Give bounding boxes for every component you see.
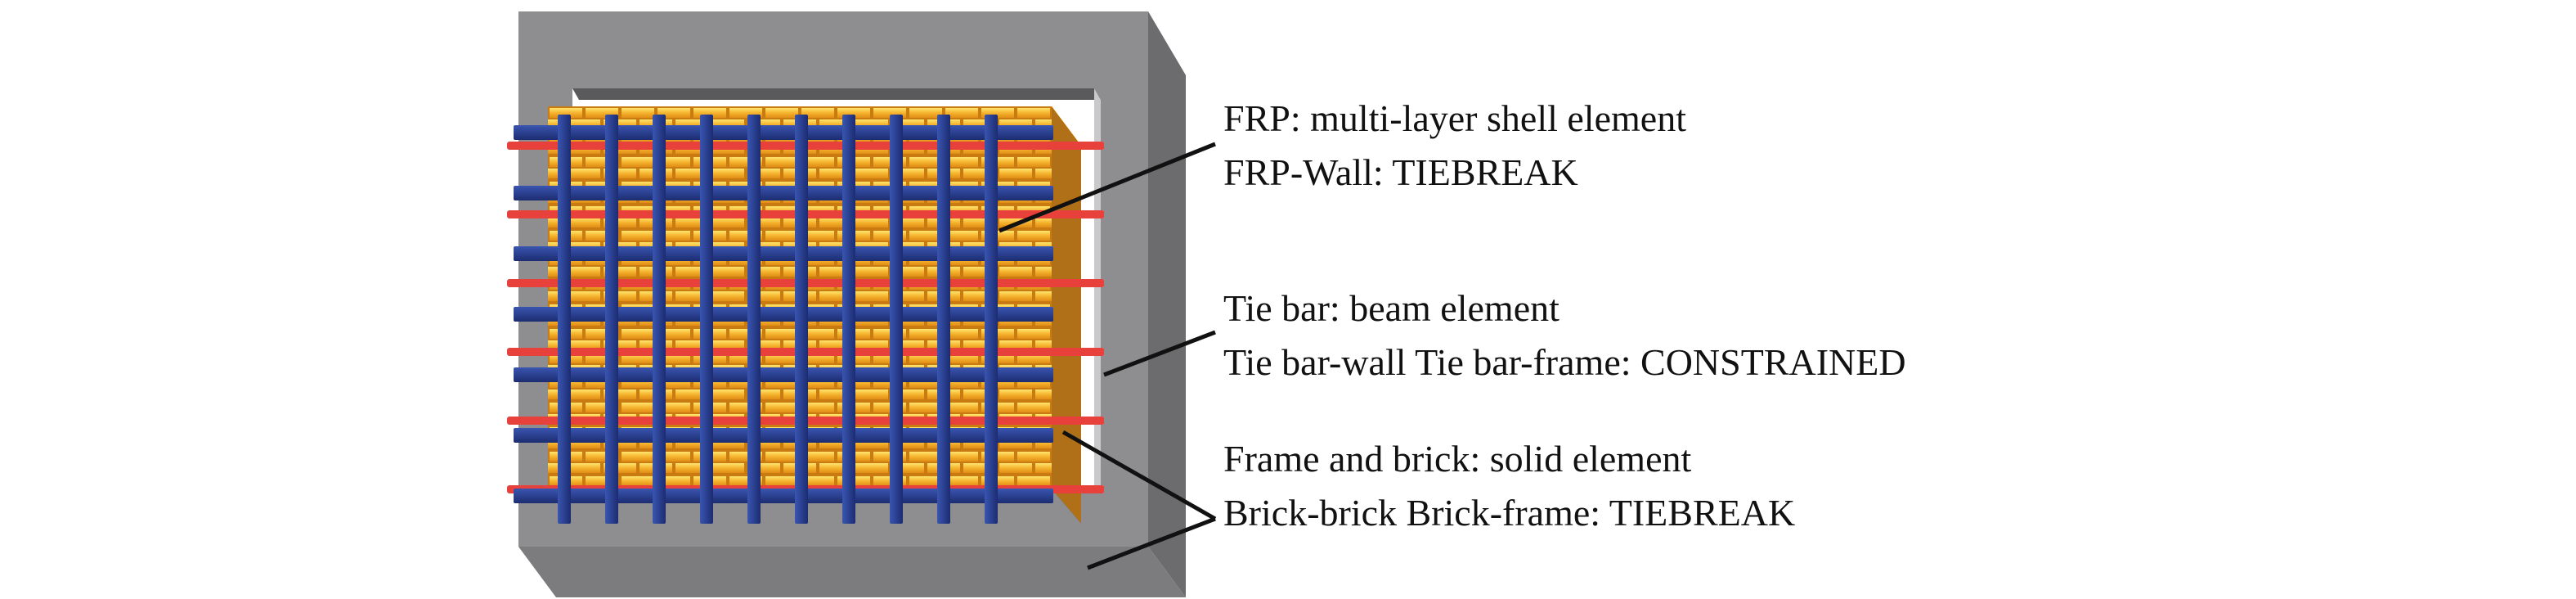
frp-strip-horizontal: [514, 367, 1053, 382]
frame-bottom-edge: [518, 547, 1186, 597]
frp-strip-horizontal: [514, 125, 1053, 140]
frp-strip-vertical: [985, 115, 998, 524]
frp-strip-horizontal: [514, 489, 1053, 503]
brick-contact-label: Brick-brick Brick-frame: TIEBREAK: [1223, 492, 1796, 534]
leader-lines: [999, 142, 1217, 570]
frame-opening-top: [572, 88, 1101, 100]
tie-bar-element-label: Tie bar: beam element: [1223, 287, 1560, 329]
frp-strip-horizontal: [514, 186, 1053, 200]
leader-line-frp: [999, 142, 1216, 233]
frp-strip-vertical: [842, 115, 855, 524]
frp-strip-vertical: [937, 115, 950, 524]
leader-line-frame: [1087, 516, 1216, 570]
frame-side-face: [1148, 11, 1186, 597]
wall-side-face: [1052, 106, 1081, 524]
frp-strip-vertical: [700, 115, 713, 524]
leader-line-tie-bar: [1103, 330, 1216, 377]
frp-strip-vertical: [795, 115, 808, 524]
tie-bar-contact-label: Tie bar-wall Tie bar-frame: CONSTRAINED: [1223, 341, 1906, 383]
frame-brick-element-label: Frame and brick: solid element: [1223, 438, 1692, 480]
frp-strip-horizontal: [514, 307, 1053, 322]
frp-strip-vertical: [558, 115, 571, 524]
leader-line-brick: [1061, 430, 1217, 521]
frp-strip-vertical: [890, 115, 903, 524]
frp-strip-horizontal: [514, 246, 1053, 261]
frp-strip-horizontal: [514, 428, 1053, 443]
frp-contact-label: FRP-Wall: TIEBREAK: [1223, 151, 1578, 193]
frp-strip-vertical: [653, 115, 666, 524]
frp-strips: [514, 115, 1053, 524]
frp-strip-vertical: [747, 115, 761, 524]
frp-element-label: FRP: multi-layer shell element: [1223, 97, 1686, 139]
frp-strip-vertical: [605, 115, 618, 524]
